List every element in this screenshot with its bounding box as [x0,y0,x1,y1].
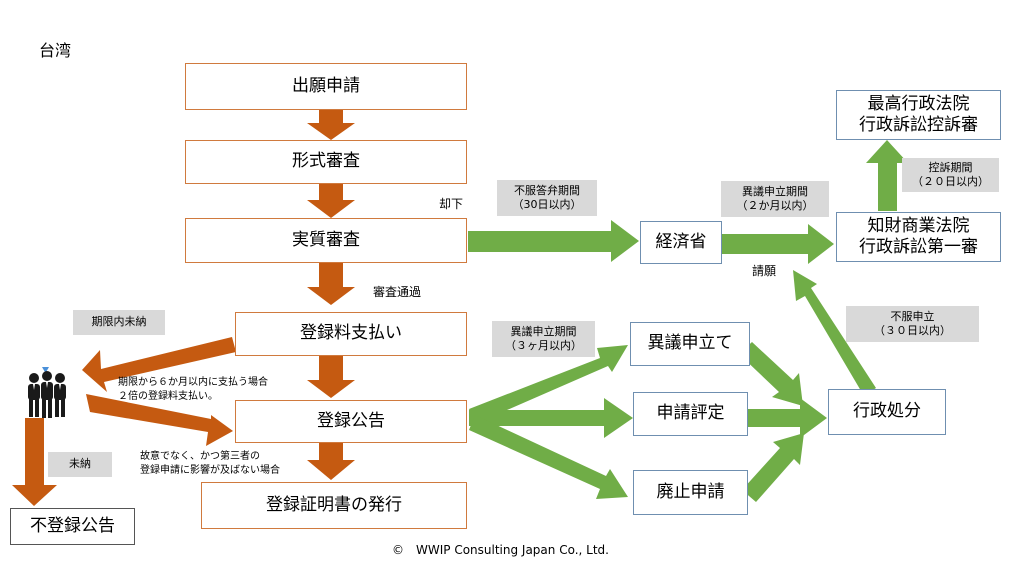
arrow-substantive-to-fee [307,263,355,305]
fee-payment-box: 登録料支払い [235,312,467,356]
moea-box: 経済省 [640,221,722,264]
arrow-publication-to-cancellation [469,415,628,499]
arrow-moea-to-ip-court [722,224,834,264]
unpaid-label: 未納 [48,452,112,477]
opposition-box: 異議申立て [630,322,750,366]
certificate-issuance-box: 登録証明書の発行 [201,482,467,529]
arrow-fee-to-publication [307,356,355,398]
objection-30-label: 不服申立 （３０日以内） [846,306,979,342]
arrow-fee-to-applicant [82,337,236,392]
copyright-text: © WWIP Consulting Japan Co., Ltd. [392,543,609,557]
opposition-period-label: 異議申立期間 （３ヶ月以内） [492,321,595,357]
arrow-applicant-to-non-registration [12,418,57,506]
non-registration-box: 不登録公告 [10,508,135,545]
arrow-applicant-to-publication [86,394,233,446]
ip-court-box: 知財商業法院 行政訴訟第一審 [836,212,1001,262]
exam-passed-label: 審査通過 [373,285,422,299]
administrative-disposition-box: 行政処分 [828,389,946,435]
arrow-application-to-formal [307,110,355,140]
arrow-formal-to-substantive [307,184,355,218]
appeal-period-label: 不服答弁期間 （30日以内） [497,180,597,216]
arrow-invalidation-to-disposition [748,398,827,438]
supreme-court-box: 最高行政法院 行政訴訟控訴審 [836,90,1001,140]
cancellation-box: 廃止申請 [633,470,748,515]
arrow-publication-to-certificate [307,443,355,480]
registration-publication-box: 登録公告 [235,400,467,443]
no-intent-note: 故意でなく、かつ第三者の 登録申請に影響が及ばない場合 [140,451,280,476]
arrow-opposition-to-disposition [739,342,803,406]
arrow-ip-court-to-supreme [866,140,908,211]
unpaid-in-term-label: 期限内未納 [73,310,165,335]
arrow-publication-to-invalidation [469,398,633,438]
arrow-cancellation-to-disposition [742,433,804,502]
application-box: 出願申請 [185,63,467,110]
late-payment-note: 期限から６か月以内に支払う場合 ２倍の登録料支払い。 [118,377,268,402]
page-title: 台湾 [39,41,72,60]
petition-label: 請願 [752,264,777,278]
objection-period-2m-label: 異議申立期間 （２か月以内） [721,181,829,217]
rejection-label: 却下 [439,197,464,211]
arrow-disposition-to-ip-court [793,270,876,396]
arrow-substantive-to-moea [468,220,639,262]
formal-exam-box: 形式審査 [185,140,467,184]
substantive-exam-box: 実質審査 [185,218,467,263]
arrow-publication-to-opposition [469,345,628,424]
invalidation-box: 申請評定 [633,392,748,436]
appeal-period-20-label: 控訴期間 （２０日以内） [902,158,999,192]
applicant-group-icon [28,371,66,418]
marker-triangle [42,367,49,373]
